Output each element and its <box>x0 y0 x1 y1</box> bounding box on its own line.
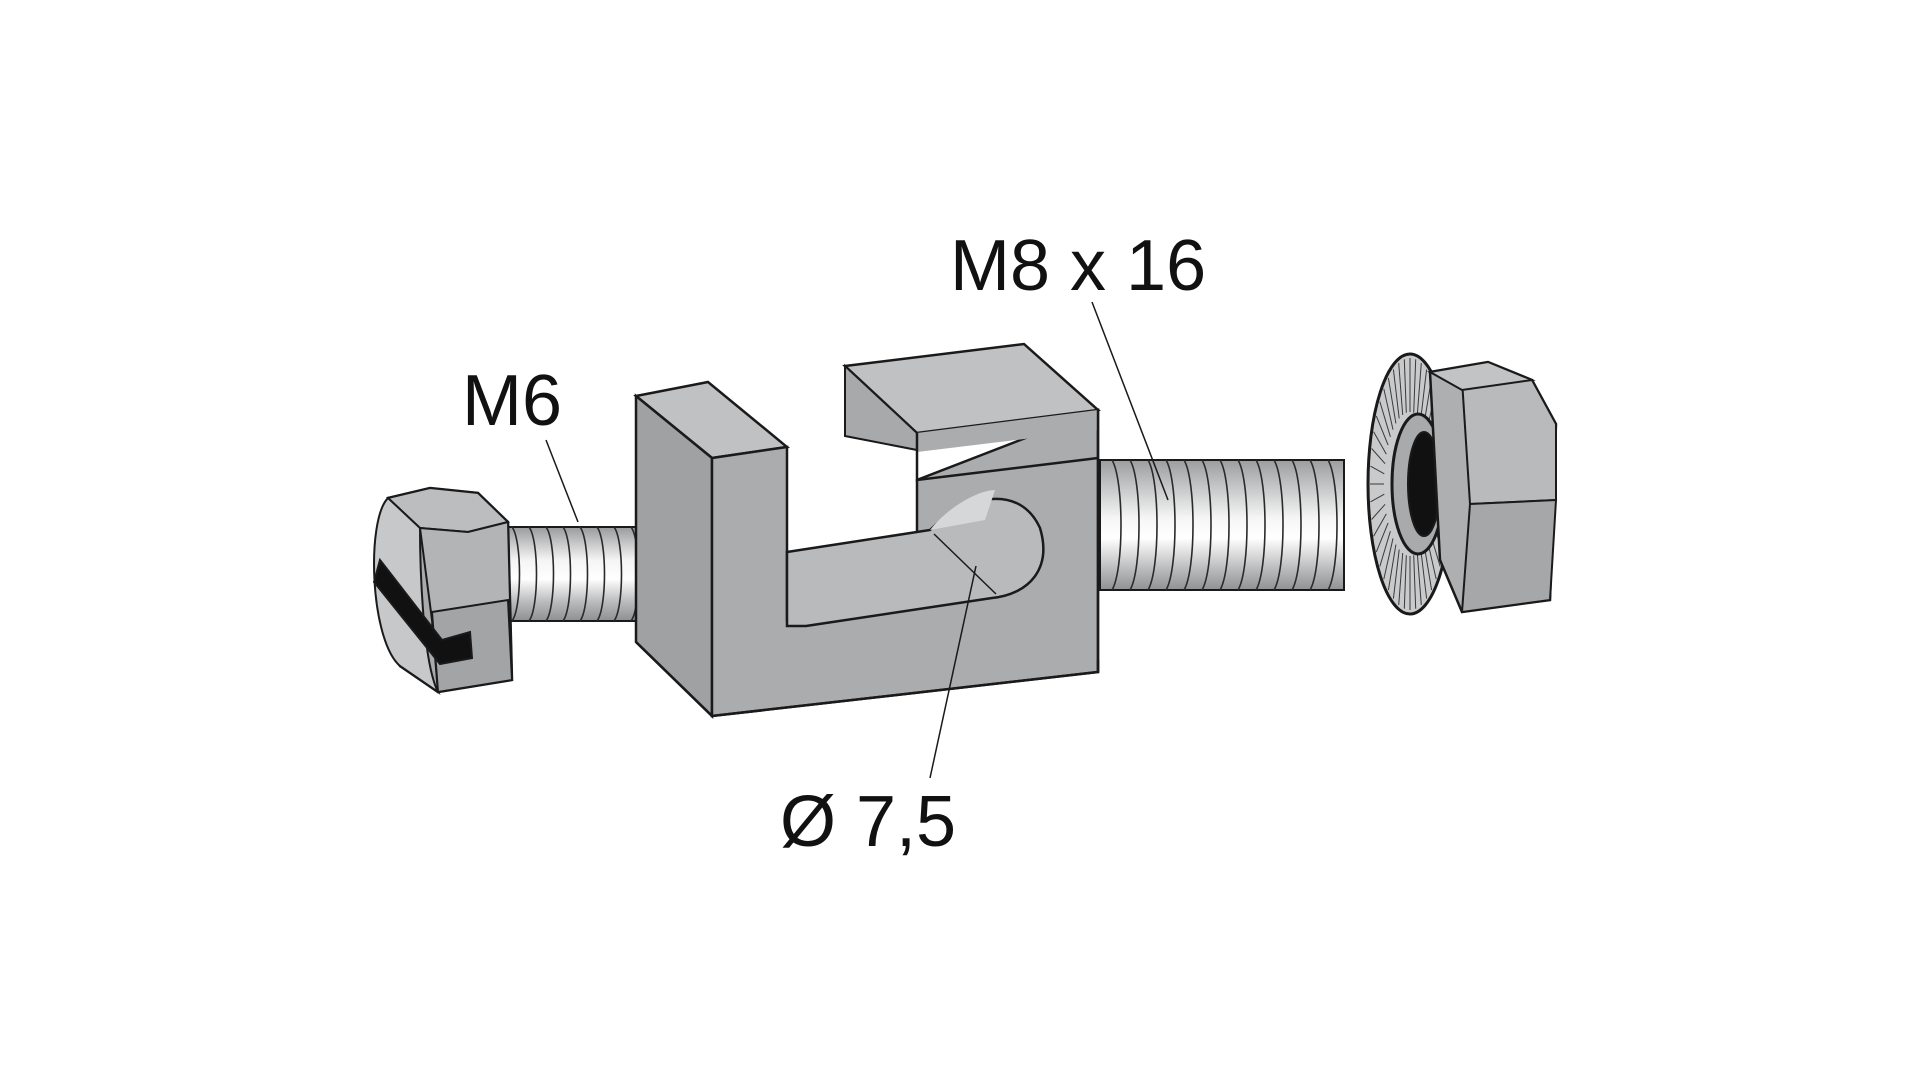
washer-serration <box>1370 465 1385 475</box>
m6-thread-ridge <box>511 526 521 622</box>
label-m6: M6 <box>462 361 562 441</box>
m8-thread-ridge <box>1165 459 1176 591</box>
washer-serration <box>1370 493 1385 503</box>
m8-thread-ridge <box>1111 459 1122 591</box>
washer-serration <box>1392 549 1400 599</box>
washer-serration <box>1375 522 1389 553</box>
m8-thread-ridge <box>1327 459 1338 591</box>
label-m8: M8 x 16 <box>950 226 1206 306</box>
clamp-block <box>633 342 1101 719</box>
washer-serration <box>1403 555 1407 609</box>
m8-thread-ridge <box>1129 459 1140 591</box>
washer-serration <box>1387 377 1397 424</box>
m8-thread <box>1111 459 1338 591</box>
callout-m6: M6 <box>462 361 579 523</box>
label-hole: Ø 7,5 <box>780 782 956 862</box>
m8-thread-ridge <box>1291 459 1302 591</box>
m6-thread-ridge <box>528 526 538 622</box>
washer-serration <box>1420 369 1428 419</box>
m8-thread-ridge <box>1237 459 1248 591</box>
m8-thread-ridge <box>1255 459 1266 591</box>
washer-serration <box>1416 553 1422 605</box>
m6-thread-ridge <box>545 526 555 622</box>
washer-serration <box>1392 369 1400 419</box>
m6-thread-ridge <box>596 526 606 622</box>
flange-nut <box>1366 352 1558 616</box>
m6-thread-ridge <box>579 526 589 622</box>
leader-line-m8 <box>1091 301 1169 501</box>
callout-hole: Ø 7,5 <box>780 533 997 862</box>
washer-serration <box>1371 503 1386 520</box>
washer-serration <box>1413 359 1417 413</box>
washer-serration <box>1403 359 1407 413</box>
m8-thread-ridge <box>1219 459 1230 591</box>
washer-serration <box>1383 538 1394 580</box>
washer-serration <box>1398 363 1404 415</box>
washer-serration <box>1373 513 1387 537</box>
leader-line-hole-down <box>929 565 977 779</box>
m8-thread-ridge <box>1201 459 1212 591</box>
washer-serration <box>1420 549 1428 599</box>
m8-thread-ridge <box>1309 459 1320 591</box>
washer-serration <box>1375 415 1389 446</box>
leader-line-hole <box>933 533 997 595</box>
m6-thread-ridge <box>613 526 623 622</box>
washer-serration <box>1383 388 1394 430</box>
washer-serration <box>1379 401 1391 438</box>
m8-screw <box>1099 459 1345 591</box>
m8-thread-ridge <box>1183 459 1194 591</box>
m6-hex-head <box>372 486 514 695</box>
m6-thread-ridge <box>562 526 572 622</box>
washer-serration <box>1373 431 1387 455</box>
washer-serration <box>1416 363 1422 415</box>
washer-serration <box>1398 553 1404 605</box>
washer-serration <box>1379 530 1391 567</box>
washer-serration <box>1371 448 1386 465</box>
m8-thread-ridge <box>1147 459 1158 591</box>
m8-thread-ridge <box>1273 459 1284 591</box>
washer-serration <box>1387 544 1397 591</box>
washer-serration <box>1413 555 1417 609</box>
leader-line-m6 <box>545 439 579 523</box>
callout-m8: M8 x 16 <box>950 226 1206 501</box>
